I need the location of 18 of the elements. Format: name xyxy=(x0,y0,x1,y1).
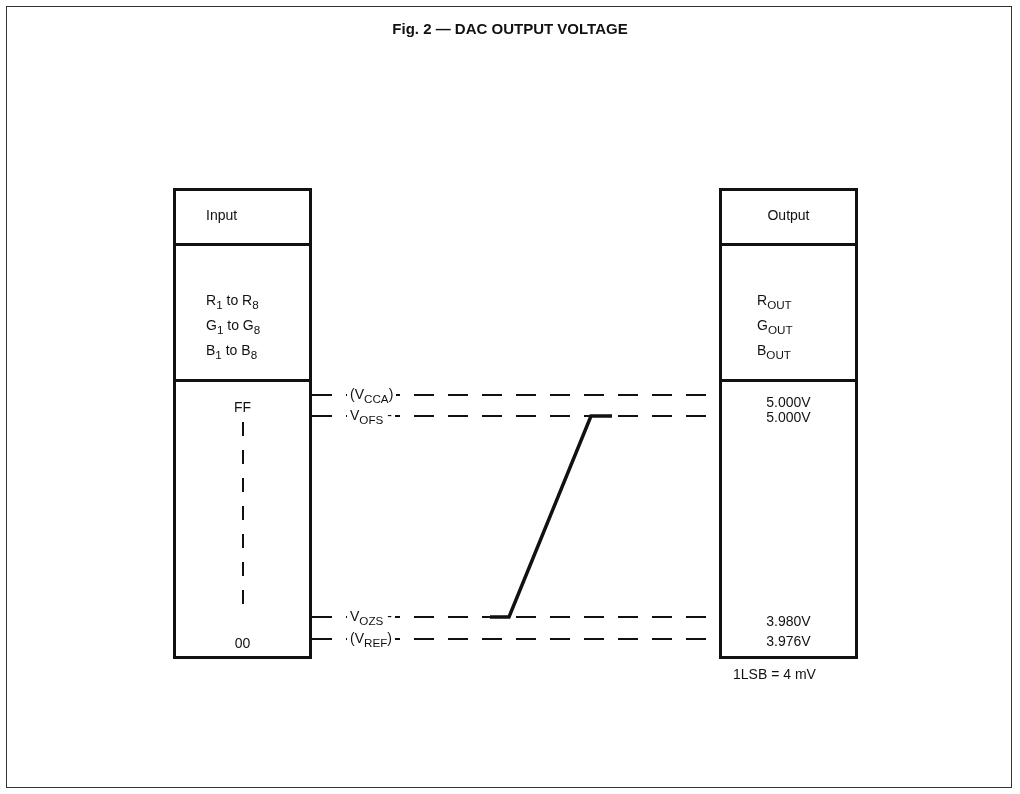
output-column xyxy=(719,188,858,659)
signal-list: R$_{1}$ to R$_{8}$ G$_{1}$ to G$_{8}$ B$_{1}$ to B$_{8}$ xyxy=(206,290,276,365)
voltage-value: 3.980V xyxy=(765,613,812,629)
hex-code: FF xyxy=(232,399,253,415)
figure-title: Fig. 2 — DAC OUTPUT VOLTAGE xyxy=(391,20,629,37)
header-text: Output xyxy=(766,207,811,223)
header-text: Input xyxy=(206,207,238,223)
voltage-value: 5.000V xyxy=(765,394,812,410)
edge-label: V$_{OZS}$ - xyxy=(347,608,395,627)
note-text: 1LSB = 4 mV xyxy=(733,666,816,682)
edge-label: (V$_{CCA}$) xyxy=(347,386,397,405)
voltage-value: 5.000V xyxy=(765,409,812,425)
edge-label: V$_{OFS}$ - xyxy=(347,407,395,426)
signal-list: R$_{OUT}$ G$_{OUT}$ B$_{OUT}$ xyxy=(757,290,827,365)
voltage-value: 3.976V xyxy=(765,633,812,649)
input-column xyxy=(173,188,312,659)
edge-label: (V$_{REF}$) xyxy=(347,630,395,649)
hex-code: 00 xyxy=(233,635,252,651)
